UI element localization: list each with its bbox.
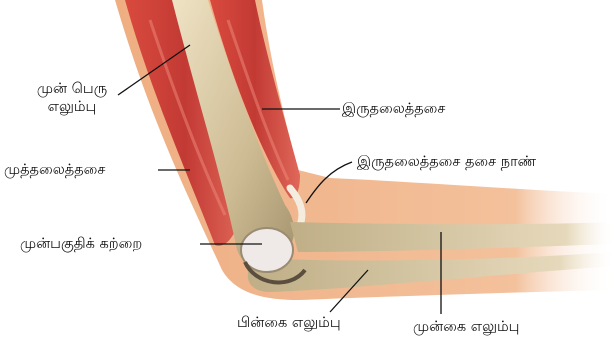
label-ulna: பின்கை எலும்பு	[237, 314, 341, 332]
label-radius: முன்கை எலும்பு	[413, 318, 519, 336]
label-biceps: இருதலைத்தசை	[342, 100, 445, 118]
label-cartilage: முன்பகுதிக் கற்றை	[20, 235, 142, 253]
label-humerus: முன் பெரு எலும்பு	[22, 80, 122, 116]
label-biceps-tendon: இருதலைத்தசை தசை நாண்	[357, 153, 536, 171]
label-triceps: முத்தலைத்தசை	[4, 161, 105, 179]
